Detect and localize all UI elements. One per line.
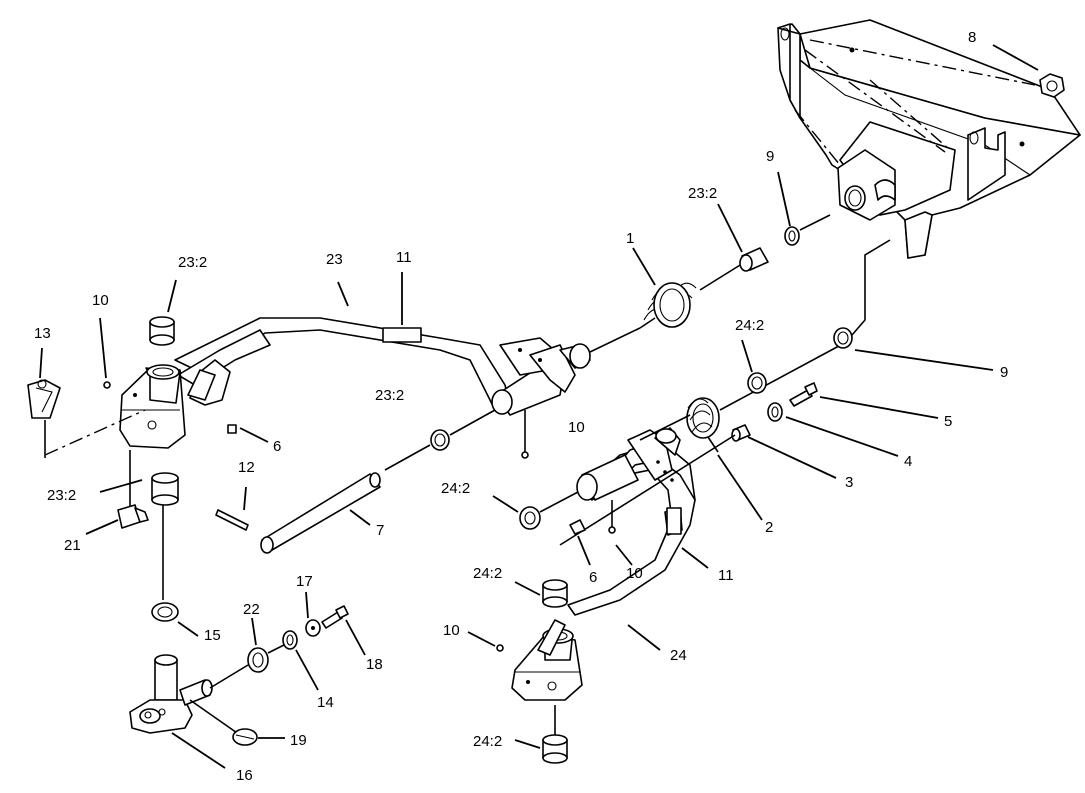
axis-line-mid (449, 409, 496, 436)
callout-1: 1 (626, 230, 634, 247)
callout-15: 15 (204, 627, 221, 644)
spacer-3 (731, 424, 751, 442)
callout-23-2-left-bottom: 23:2 (47, 487, 76, 504)
callout-9-lower: 9 (1000, 364, 1008, 381)
washer-15 (151, 602, 179, 622)
clip-13 (27, 379, 61, 419)
nut-8 (1039, 73, 1065, 98)
callout-18: 18 (366, 656, 383, 673)
block-21 (117, 504, 149, 529)
callout-24-2-top: 24:2 (473, 565, 502, 582)
callout-5: 5 (944, 413, 952, 430)
bushing-24-2-right (747, 372, 767, 394)
callout-13: 13 (34, 325, 51, 342)
caster-arm-23 (119, 317, 591, 449)
callout-6-right: 6 (589, 569, 597, 586)
axis-line-right-arm (539, 491, 579, 513)
cap-19 (232, 728, 258, 746)
grease-fitting-10-lower (496, 644, 504, 652)
set-screw-6-left (227, 424, 237, 434)
washer-14 (282, 630, 298, 650)
set-screw-6-right (569, 519, 586, 535)
axis-line-spring (699, 261, 746, 291)
axis-line-fork (209, 664, 249, 689)
callout-10-middle: 10 (568, 419, 585, 436)
bushing-23-2-middle (430, 429, 450, 451)
axis-line-lower-2 (639, 414, 691, 441)
callout-labels: 8 9 23:2 1 23 11 23:2 10 13 24:2 9 5 23:… (34, 29, 1008, 784)
decal-11-right (666, 507, 682, 535)
washer-4 (767, 402, 783, 422)
callout-2: 2 (765, 519, 773, 536)
callout-22: 22 (243, 601, 260, 618)
callout-19: 19 (290, 732, 307, 749)
grease-fitting-10-middle (521, 451, 529, 459)
bushing-23-2-left-bottom (151, 472, 179, 506)
axis-line-pin (384, 444, 431, 471)
axis-line-upper (589, 327, 641, 353)
axis-line-hardware (267, 644, 285, 654)
callout-7: 7 (376, 522, 384, 539)
axis-line-clip (44, 409, 146, 456)
caster-arm-24 (511, 427, 696, 701)
bolt-18 (321, 605, 349, 629)
callout-11-upper: 11 (396, 249, 412, 266)
callout-24-2-bottom: 24:2 (473, 733, 502, 750)
callout-23-2-upper: 23:2 (688, 185, 717, 202)
callout-10-left: 10 (92, 292, 109, 309)
bushing-23-2-left-top (149, 316, 175, 346)
bushing-24-2-top (542, 579, 568, 608)
bolt-5 (789, 382, 818, 407)
callout-8: 8 (968, 29, 976, 46)
callout-21: 21 (64, 537, 81, 554)
grease-fitting-10-left (103, 381, 111, 389)
callout-24-2-right: 24:2 (735, 317, 764, 334)
bushing-23-2-upper (739, 247, 769, 272)
bushing-24-2-bottom (542, 734, 568, 764)
torsion-spring-2 (686, 397, 720, 453)
caster-fork-16 (129, 654, 213, 734)
washer-22 (247, 647, 269, 673)
callout-23: 23 (326, 251, 343, 268)
callout-23-2-middle: 23:2 (375, 387, 404, 404)
callout-12: 12 (238, 459, 255, 476)
axis-line-washer-bracket (851, 239, 891, 336)
axis-line-lower (719, 339, 851, 411)
pin-7 (260, 472, 381, 554)
callout-3: 3 (845, 474, 853, 491)
callout-9-upper: 9 (766, 148, 774, 165)
axis-line-washer (799, 214, 831, 231)
washer-17 (305, 619, 321, 637)
axis-line-bolt (559, 434, 736, 546)
callout-10-lower: 10 (443, 622, 460, 639)
mounting-bracket (777, 19, 1081, 259)
torsion-spring-1 (639, 282, 697, 329)
callout-14: 14 (317, 694, 334, 711)
callout-24-2-left: 24:2 (441, 480, 470, 497)
callout-16: 16 (236, 767, 253, 784)
callout-17: 17 (296, 573, 313, 590)
bushing-24-2-left (519, 506, 541, 530)
callout-11-lower: 11 (718, 567, 734, 584)
callout-23-2-left-top: 23:2 (178, 254, 207, 271)
callout-10-right: 10 (626, 565, 643, 582)
washer-9-lower (833, 327, 853, 349)
leader-lines (39, 44, 1039, 769)
grease-fitting-10-right (608, 526, 616, 534)
axis-line-fork-lower (189, 699, 241, 736)
callout-4: 4 (904, 453, 912, 470)
washer-9-upper (784, 226, 800, 246)
roll-pin-12 (215, 509, 249, 531)
callout-24: 24 (670, 647, 687, 664)
callout-6-left: 6 (273, 438, 281, 455)
